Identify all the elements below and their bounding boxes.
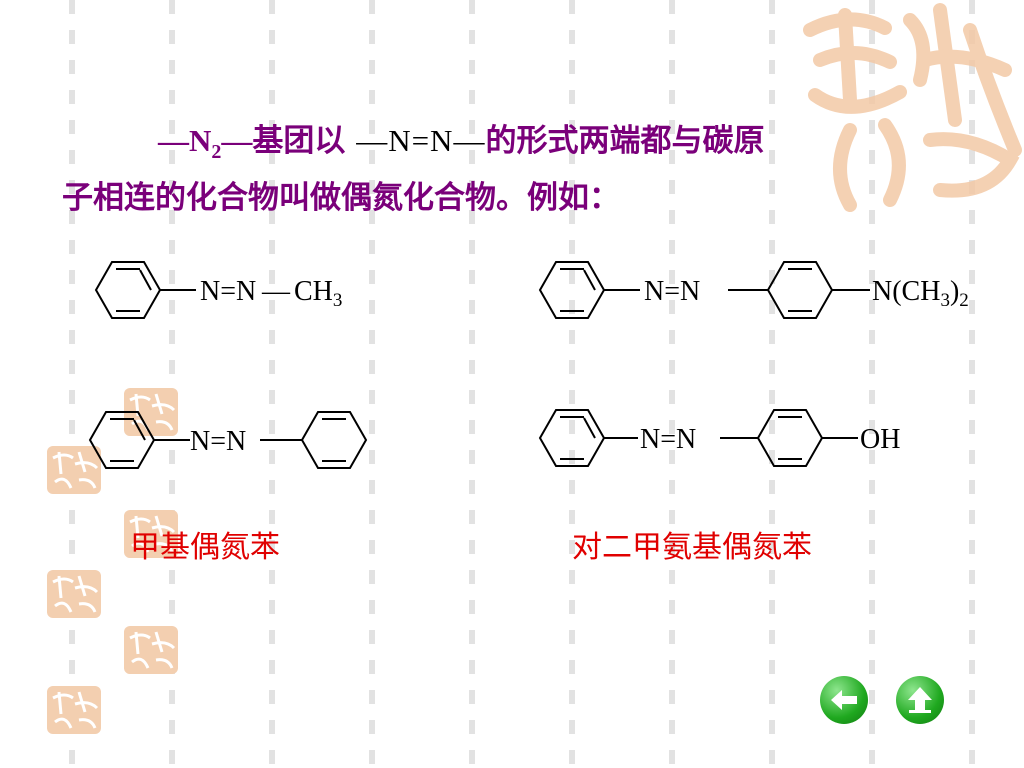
azo-label: N=N — [190, 426, 246, 457]
heading-text-b: 的形式两端都与碳原 — [485, 123, 765, 159]
hydroxyl-label: OH — [860, 424, 900, 455]
decorative-seal-small — [47, 686, 101, 734]
home-button[interactable] — [896, 676, 944, 724]
caption-methylazobenzene: 甲基偶氮苯 — [130, 530, 280, 565]
azo-label: N=N — [644, 276, 700, 307]
decorative-seal-small — [47, 570, 101, 618]
decorative-seal-small — [124, 626, 178, 674]
structure-dimethylaminoazobenzene: N=N N(CH3)2 — [538, 261, 969, 319]
heading-text-line2: 子相连的化合物叫做偶氮化合物。例如： — [62, 180, 620, 217]
caption-dimethylaminoazobenzene: 对二甲氨基偶氮苯 — [572, 530, 812, 565]
n2-formula: —N2— — [158, 123, 253, 164]
methyl-label: CH3 — [294, 276, 342, 311]
heading-text-a: 基团以 — [252, 123, 346, 159]
left-arrow-icon — [831, 690, 857, 710]
dimethylamino-label: N(CH3)2 — [872, 276, 969, 311]
intro-paragraph: —N2—基团以 —N=N—的形式两端都与碳原 子相连的化合物叫做偶氮化合物。例如… — [62, 118, 962, 221]
back-button[interactable] — [820, 676, 868, 724]
decorative-seal-small — [47, 446, 101, 494]
decorative-seal-small — [124, 510, 178, 558]
bond-label: — — [261, 276, 291, 307]
structure-azobenzene: N=N — [88, 411, 368, 469]
structure-methylazobenzene: N=N — CH3 — [94, 261, 342, 319]
structure-hydroxyazobenzene: N=N OH — [538, 409, 900, 467]
azo-group-formula: —N=N— — [356, 123, 486, 158]
decorative-seal-large — [803, 3, 1022, 212]
azo-label: N=N — [200, 276, 256, 307]
up-arrow-icon — [908, 687, 932, 713]
azo-label: N=N — [640, 424, 696, 455]
